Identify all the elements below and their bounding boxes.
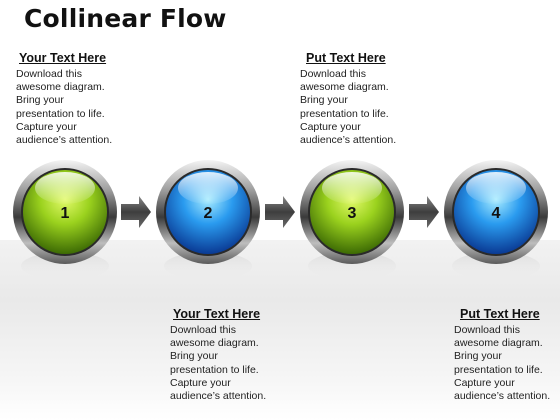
text-line: Bring your: [300, 94, 348, 107]
text-line: Download this: [454, 324, 520, 336]
text-line: awesome diagram.: [16, 81, 105, 94]
text-line: presentation to life.: [454, 363, 543, 376]
text-line: Download this: [300, 68, 366, 80]
arrow-right-icon: [121, 196, 151, 228]
text-line: Bring your: [16, 94, 64, 107]
text-body-4: Download this awesome diagram. Bring you…: [454, 324, 560, 403]
arrow-right-icon: [265, 196, 295, 228]
node-label: 2: [204, 205, 213, 222]
arrow-right-icon: [409, 196, 439, 228]
text-line: audience’s attention.: [170, 390, 267, 403]
text-line: presentation to life.: [16, 107, 105, 120]
node-4: 4: [444, 160, 548, 264]
text-body-1: Download this awesome diagram. Bring you…: [16, 68, 166, 147]
text-line: Capture your: [16, 120, 77, 133]
text-line: Bring your: [170, 350, 218, 363]
page-title: Collinear Flow: [24, 4, 227, 33]
node-label: 1: [61, 205, 70, 222]
text-heading-4: Put Text Here: [460, 307, 540, 321]
text-block-2: Your Text Here Download this awesome dia…: [170, 307, 320, 403]
text-line: awesome diagram.: [300, 81, 389, 94]
text-body-3: Download this awesome diagram. Bring you…: [300, 68, 450, 147]
text-heading-2: Your Text Here: [173, 307, 261, 321]
text-body-2: Download this awesome diagram. Bring you…: [170, 324, 320, 403]
text-block-3: Put Text Here Download this awesome diag…: [300, 51, 450, 147]
text-line: Download this: [170, 324, 236, 336]
node-3: 3: [300, 160, 404, 264]
node-label: 4: [492, 205, 501, 222]
text-line: awesome diagram.: [170, 337, 259, 350]
text-line: Capture your: [454, 376, 515, 389]
text-line: awesome diagram.: [454, 337, 543, 350]
node-1: 1: [13, 160, 117, 264]
text-block-4: Put Text Here Download this awesome diag…: [454, 307, 560, 403]
text-line: audience’s attention.: [300, 134, 397, 147]
node-2: 2: [156, 160, 260, 264]
text-line: Download this: [16, 68, 82, 80]
text-line: presentation to life.: [300, 107, 389, 120]
text-heading-3: Put Text Here: [306, 51, 386, 65]
text-line: Capture your: [170, 376, 231, 389]
text-line: Bring your: [454, 350, 502, 363]
node-label: 3: [348, 205, 357, 222]
text-block-1: Your Text Here Download this awesome dia…: [16, 51, 166, 147]
text-line: Capture your: [300, 120, 361, 133]
text-line: audience’s attention.: [16, 134, 113, 147]
text-line: audience’s attention.: [454, 390, 551, 403]
text-heading-1: Your Text Here: [19, 51, 107, 65]
text-line: presentation to life.: [170, 363, 259, 376]
